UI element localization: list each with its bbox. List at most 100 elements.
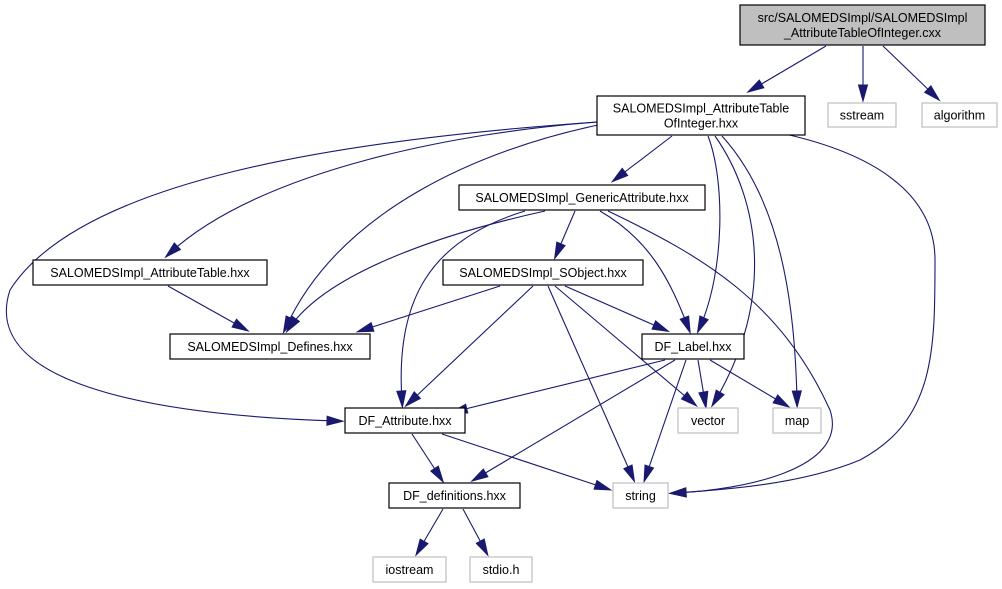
arrowhead-icon — [553, 241, 566, 261]
edge-line — [721, 135, 798, 402]
node-box — [169, 333, 371, 360]
node-box — [372, 556, 447, 583]
node-label: stdio.h — [483, 563, 520, 577]
edge-line — [285, 124, 599, 328]
node-box — [344, 407, 466, 434]
edge-line — [564, 285, 664, 330]
edge-label-to-map — [709, 359, 791, 409]
node-dfattr[interactable]: DF_Attribute.hxx — [344, 407, 466, 434]
edge-line — [362, 285, 501, 331]
node-label: DF_Label.hxx — [654, 340, 732, 354]
node-label: map — [785, 414, 809, 428]
arrowhead-icon — [668, 487, 687, 498]
node-map: map — [772, 407, 822, 434]
node-box — [458, 184, 706, 211]
edge-line — [882, 45, 936, 97]
node-iostream: iostream — [372, 556, 447, 583]
node-box — [772, 407, 822, 434]
node-root[interactable]: src/SALOMEDSImpl/SALOMEDSImpl_AttributeT… — [739, 4, 986, 46]
node-label[interactable]: DF_Label.hxx — [641, 333, 745, 360]
edge-atoi-to-generic — [610, 135, 673, 183]
arrowhead-icon — [623, 464, 636, 484]
edge-root-to-sstream — [857, 46, 869, 103]
edge-line — [752, 45, 827, 90]
arrowhead-icon — [415, 538, 429, 557]
node-vector: vector — [677, 407, 739, 434]
arrowhead-icon — [651, 320, 671, 333]
arrowhead-icon — [772, 394, 791, 409]
node-label: algorithm — [934, 109, 985, 123]
edge-line — [675, 133, 936, 494]
node-sobject[interactable]: SALOMEDSImpl_SObject.hxx — [442, 259, 644, 286]
node-algorithm: algorithm — [921, 102, 998, 128]
node-label: SALOMEDSImpl_GenericAttribute.hxx — [475, 191, 689, 205]
arrowhead-icon — [791, 390, 802, 409]
node-attrtable[interactable]: SALOMEDSImpl_AttributeTable.hxx — [32, 259, 268, 286]
node-box — [739, 4, 986, 46]
node-label: SALOMEDSImpl_AttributeTable.hxx — [50, 266, 250, 280]
edge-defs-to-iostream — [415, 508, 444, 557]
edge-label-to-dfattr — [449, 359, 666, 414]
edge-generic-to-dfattr — [396, 210, 526, 409]
edge-root-to-algorithm — [882, 45, 941, 102]
edge-line — [441, 433, 606, 489]
edge-atoi-to-defines — [282, 124, 599, 335]
node-label: SALOMEDSImpl_Defines.hxx — [187, 340, 353, 354]
arrowhead-icon — [610, 167, 629, 183]
edge-sobject-to-vector — [554, 285, 698, 408]
node-box — [596, 95, 806, 136]
edge-line — [714, 135, 756, 402]
node-box — [921, 102, 998, 128]
node-atoi[interactable]: SALOMEDSImpl_AttributeTableOfInteger.hxx — [596, 95, 806, 136]
edge-line — [607, 210, 833, 494]
arrowhead-icon — [404, 391, 422, 408]
node-label: _AttributeTableOfInteger.cxx — [783, 26, 942, 40]
edge-generic-to-string — [607, 210, 833, 498]
arrowhead-icon — [326, 415, 345, 426]
node-defines[interactable]: SALOMEDSImpl_Defines.hxx — [169, 333, 371, 360]
edge-line — [456, 359, 666, 412]
arrowhead-icon — [746, 79, 765, 93]
arrowhead-icon — [396, 390, 407, 409]
edge-dfattr-to-defs — [411, 433, 445, 484]
edge-label-to-vector — [697, 359, 709, 410]
node-generic[interactable]: SALOMEDSImpl_GenericAttribute.hxx — [458, 184, 706, 211]
edge-atoi-to-vector — [710, 135, 756, 408]
node-label: string — [625, 489, 656, 503]
edge-line — [5, 121, 598, 422]
edge-sobject-to-dfattr — [404, 285, 534, 408]
node-box — [388, 482, 521, 509]
node-box — [677, 407, 739, 434]
edge-attrtable-to-defines — [167, 285, 250, 332]
node-defs[interactable]: DF_definitions.hxx — [388, 482, 521, 509]
node-label: vector — [691, 414, 725, 428]
node-box — [827, 102, 897, 128]
node-label: DF_definitions.hxx — [403, 489, 507, 503]
edge-atoi-to-dfattr — [5, 121, 598, 426]
edge-atoi-to-map — [721, 135, 802, 409]
node-box — [442, 259, 644, 286]
arrowhead-icon — [429, 465, 445, 484]
arrowhead-icon — [698, 390, 709, 410]
edge-sobject-to-defines — [355, 285, 501, 333]
edge-line — [167, 285, 244, 329]
edge-generic-to-sobject — [553, 210, 576, 261]
node-sstream: sstream — [827, 102, 897, 128]
edge-atoi-to-attrtable — [164, 121, 599, 259]
node-box — [469, 556, 533, 583]
arrowhead-icon — [696, 315, 709, 335]
node-box — [32, 259, 268, 286]
node-label: SALOMEDSImpl_AttributeTable — [613, 102, 790, 116]
arrowhead-icon — [285, 315, 301, 334]
arrowhead-icon — [470, 468, 489, 483]
edge-line — [616, 135, 673, 179]
edge-label-to-string — [643, 359, 687, 484]
node-label: OfInteger.hxx — [664, 117, 739, 131]
node-label: SALOMEDSImpl_SObject.hxx — [459, 266, 627, 280]
arrowhead-icon — [164, 242, 182, 259]
edge-line — [599, 210, 689, 328]
edge-line — [554, 285, 693, 403]
edge-generic-to-label — [599, 210, 691, 335]
arrowhead-icon — [710, 389, 725, 408]
